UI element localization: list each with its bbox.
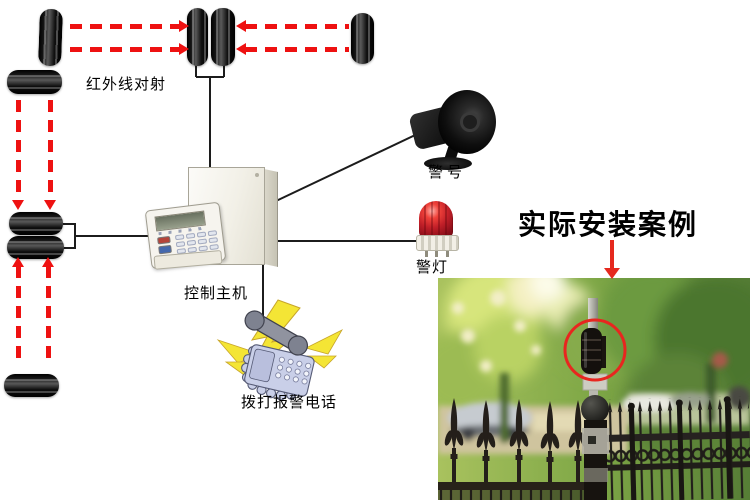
alarm-beacon-leg [435,250,438,257]
alarm-telephone [216,299,344,401]
annotation-arrow-line [610,240,614,270]
alarm-light-label: 警灯 [416,258,449,276]
telephone-body [241,344,315,401]
ir-sensor-left-3 [7,236,64,259]
ir-sensor-left-4 [4,374,59,397]
bracket-top-pair [195,65,225,168]
ir-beam-right-1 [70,20,189,32]
phone-label: 拨打报警电话 [241,393,338,411]
telephone-keys [275,356,312,385]
photo-highlight-circle [563,318,627,382]
control-keypad [144,201,227,270]
ir-sensor-top-left [38,8,63,67]
bracket-left-pair [63,223,150,249]
ir-beam-down-2 [44,100,56,210]
lightning-rays-right-icon [304,329,344,369]
infrared-beam-label: 红外线对射 [86,75,167,93]
ir-sensor-left-1 [7,70,62,94]
ir-sensor-pair-b [211,8,235,66]
photo-flower-clusters [452,290,541,372]
ir-sensor-left-2 [9,212,63,235]
ir-beam-left-1 [236,20,349,32]
alarm-beacon-dome [419,201,453,237]
installation-photo [438,278,750,500]
ir-beam-right-2 [70,43,189,55]
ir-beam-down-1 [12,100,24,210]
alarm-beacon-leg [446,250,449,257]
alarm-beacon-leg [425,250,428,257]
ir-beam-up-1 [12,257,24,366]
case-title: 实际安装案例 [518,208,699,241]
annotation-arrow-head-icon [604,268,620,279]
ir-beam-up-2 [42,257,54,366]
telephone-handset [244,310,309,356]
control-host-label: 控制主机 [184,284,249,302]
siren-horn-base [424,157,472,170]
siren-label: 警号 [428,163,467,181]
photo-ir-sensor [581,328,606,374]
control-box-side [264,169,278,267]
photo-fence-right [603,396,750,500]
photo-fence-left [438,398,606,500]
alarm-beacon-base [416,235,459,251]
siren-horn-bell [438,90,496,154]
wire-to-siren [275,127,431,202]
ir-beam-left-2 [236,43,349,55]
ir-sensor-pair-a [187,8,208,66]
ir-sensor-top-right [351,13,374,64]
